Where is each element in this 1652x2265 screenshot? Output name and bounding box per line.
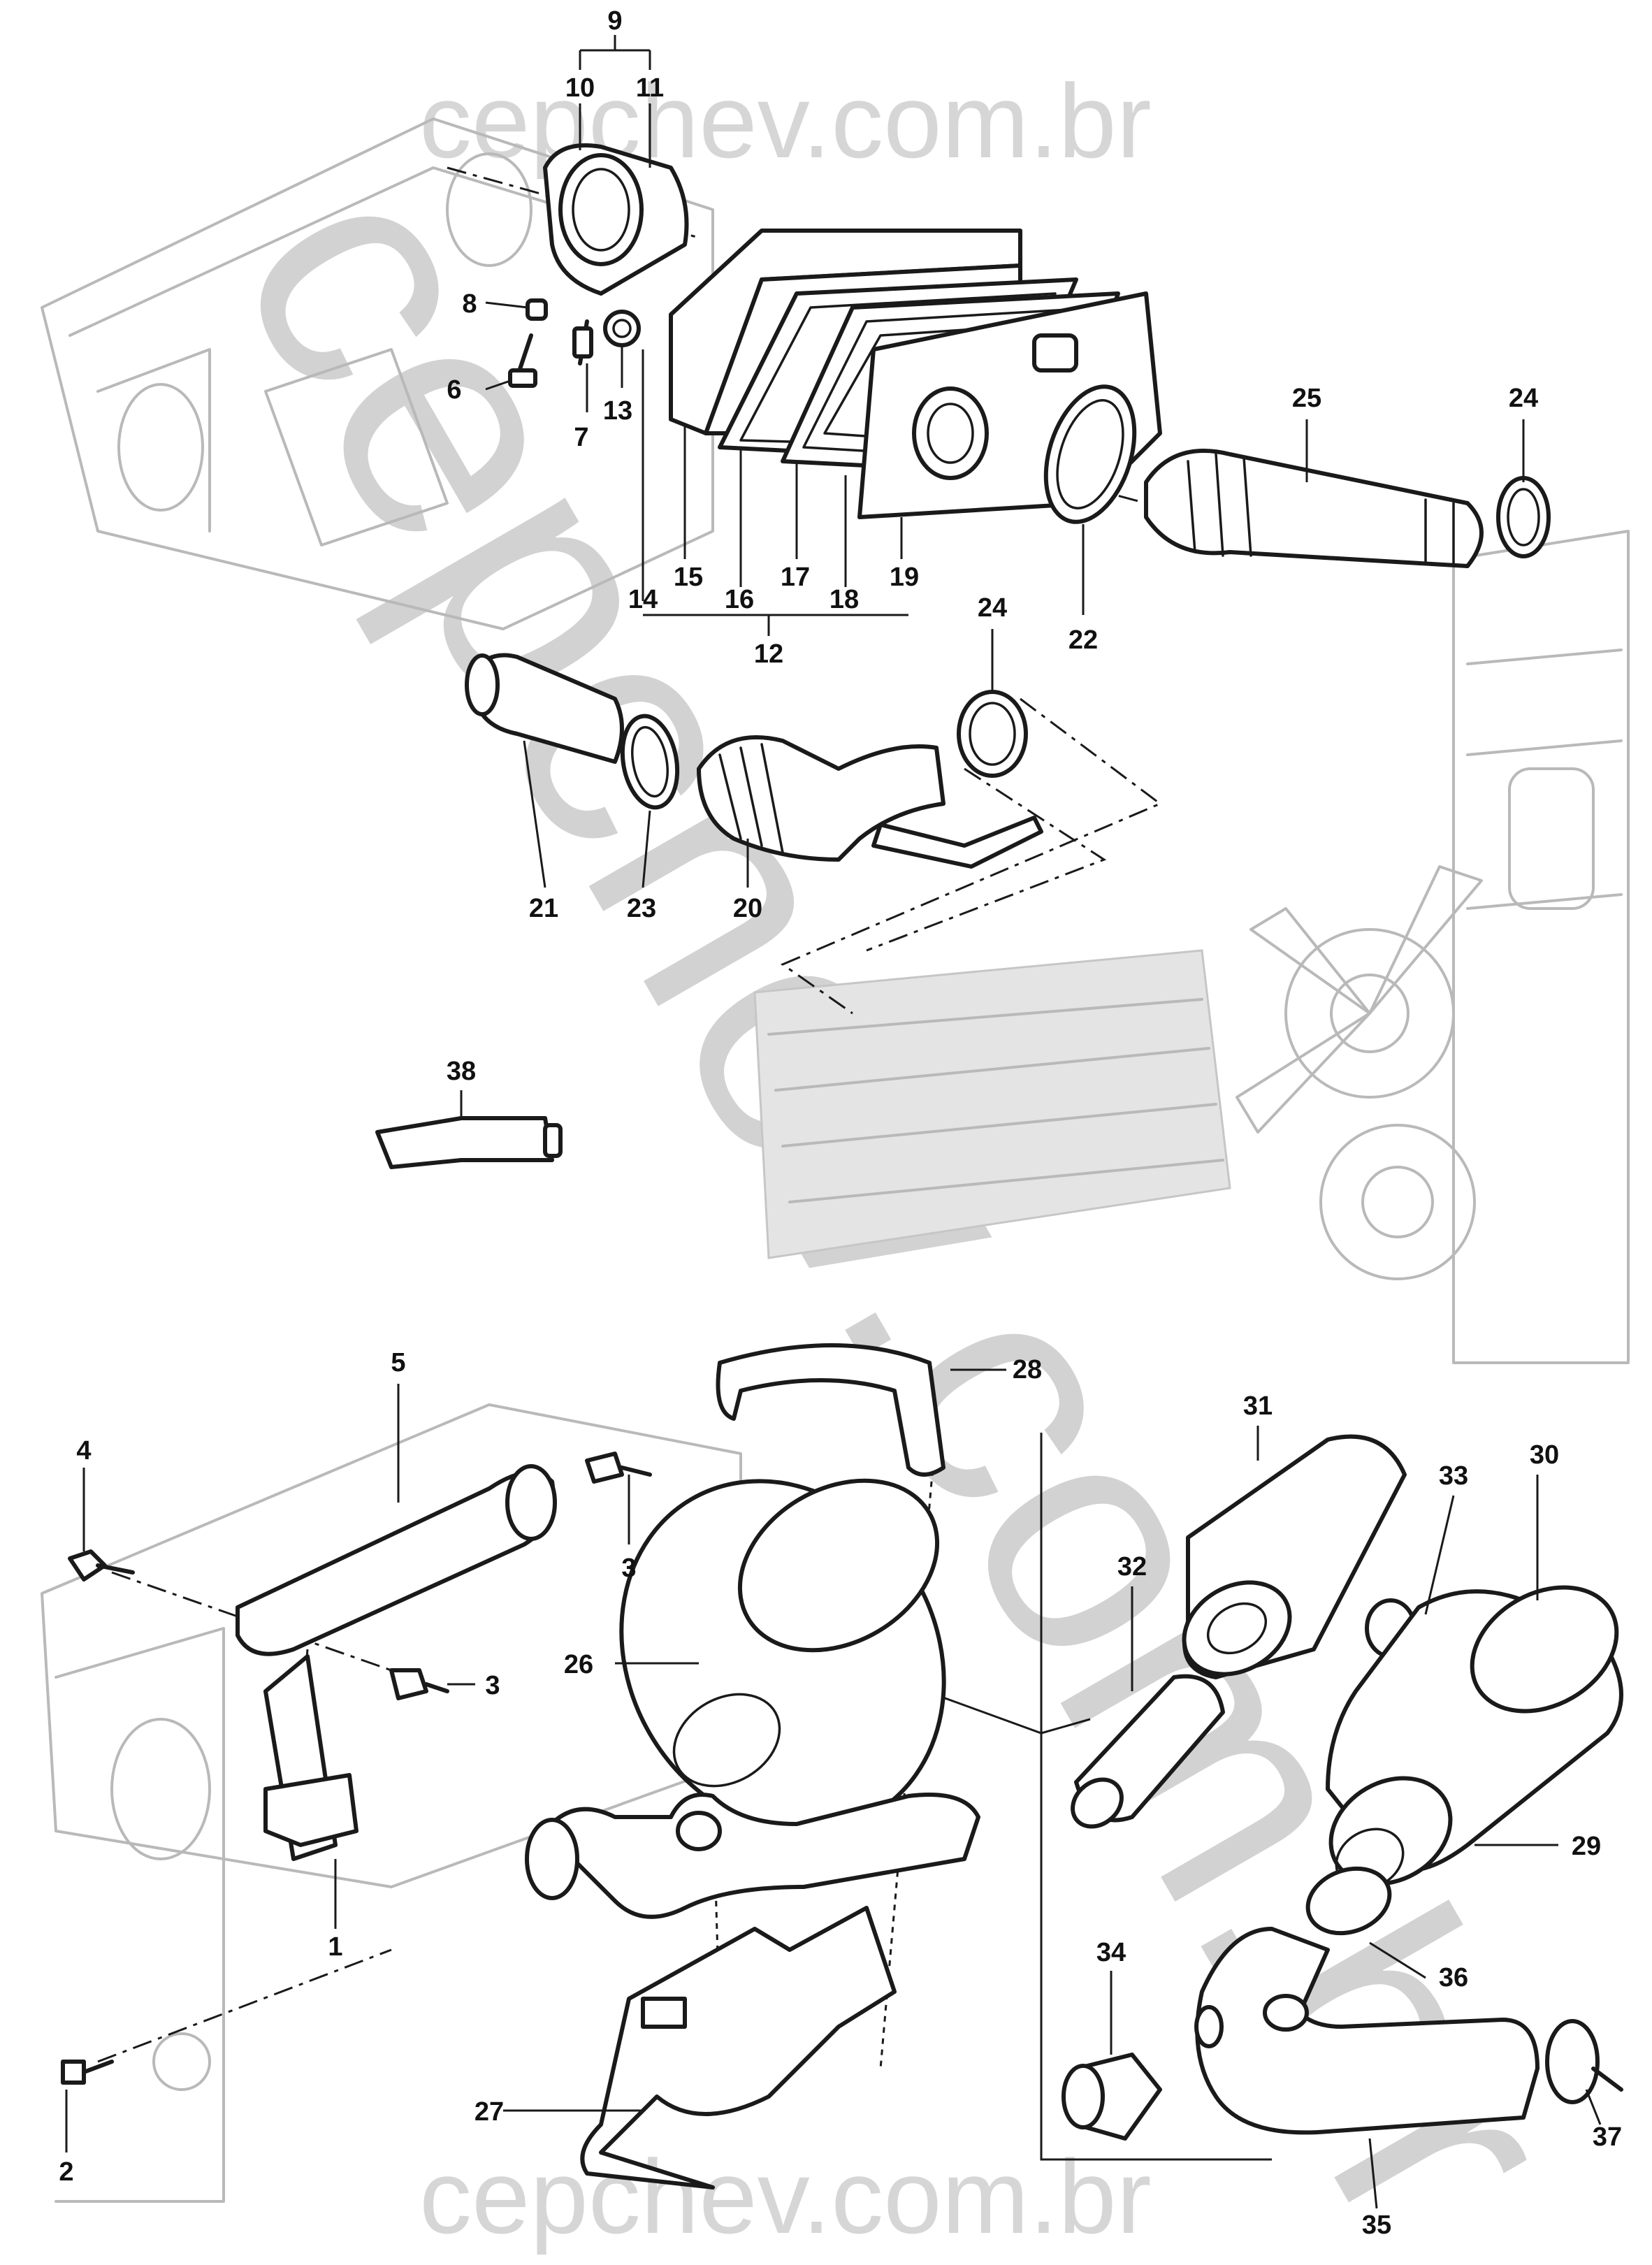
housing-30-29 — [1326, 1585, 1623, 1890]
callout-29: 29 — [1572, 1832, 1601, 1861]
callout-37: 37 — [1593, 2122, 1622, 2152]
callout-13: 13 — [603, 396, 632, 426]
callout-12: 12 — [754, 639, 783, 669]
callout-25: 25 — [1292, 384, 1321, 413]
clamp-36 — [1305, 1866, 1392, 1936]
callout-11: 11 — [636, 73, 664, 103]
callout-27: 27 — [474, 2097, 504, 2127]
callout-14: 14 — [628, 585, 658, 614]
callout-28: 28 — [1013, 1355, 1042, 1384]
callout-1: 1 — [328, 1932, 342, 1962]
callout-7: 7 — [574, 423, 588, 452]
callout-22: 22 — [1068, 625, 1098, 655]
intake-hose-25 — [1144, 449, 1484, 568]
valve-34 — [1062, 2053, 1162, 2141]
callout-labels: 9 10 11 8 6 7 13 14 15 16 17 18 19 12 22… — [59, 6, 1622, 2240]
callout-24-top: 24 — [1509, 384, 1538, 413]
callout-3-top: 3 — [621, 1554, 636, 1583]
engine-outline — [1236, 530, 1630, 1364]
callout-16: 16 — [725, 585, 754, 614]
callout-17: 17 — [781, 563, 810, 592]
callout-9: 9 — [607, 6, 622, 36]
watermark-top: cepchev.com.br — [419, 62, 1152, 180]
hose-clamp-37 — [1545, 2019, 1623, 2104]
callout-31: 31 — [1243, 1391, 1273, 1421]
callout-35: 35 — [1362, 2210, 1391, 2240]
callout-10: 10 — [565, 73, 595, 103]
grease-tube-38 — [375, 1116, 563, 1169]
callout-5: 5 — [391, 1348, 405, 1377]
callout-26: 26 — [564, 1650, 593, 1679]
callout-21: 21 — [529, 894, 558, 923]
air-duct-bracket-5 — [236, 1464, 557, 1861]
callout-20: 20 — [733, 894, 762, 923]
lower-bracket-27 — [580, 1906, 897, 2190]
clamp-ring-22 — [1043, 384, 1137, 524]
callout-24-mid: 24 — [978, 593, 1007, 623]
watermark-bottom: cepchev.com.br — [419, 2138, 1152, 2255]
mounting-strap-28 — [716, 1343, 945, 1477]
small-hardware-6-7-8-13 — [508, 298, 641, 388]
callout-23: 23 — [627, 894, 656, 923]
callout-19: 19 — [890, 563, 919, 592]
callout-32: 32 — [1117, 1552, 1147, 1582]
hose-clamp-24-top — [1496, 476, 1551, 558]
hose-clamp-24-mid — [957, 690, 1028, 778]
callout-38: 38 — [447, 1057, 476, 1086]
callout-4: 4 — [76, 1436, 91, 1466]
leader-lines — [65, 35, 1602, 2209]
safety-element-32 — [1071, 1674, 1225, 1829]
bolts-1-2-3-4 — [61, 1452, 652, 2085]
filter-element-31 — [1182, 1434, 1407, 1679]
callout-30: 30 — [1530, 1440, 1559, 1470]
vehicle-body-outline-top — [41, 117, 714, 630]
intake-elbow-35 — [1194, 1927, 1539, 2135]
callout-6: 6 — [447, 375, 461, 405]
callout-3-side: 3 — [485, 1671, 500, 1700]
callout-33: 33 — [1439, 1461, 1468, 1491]
callout-15: 15 — [674, 563, 703, 592]
intake-tube-21 — [465, 653, 624, 764]
radiator-shroud-hatch — [753, 949, 1231, 1259]
callout-36: 36 — [1439, 1963, 1468, 1992]
hose-clamp-23 — [620, 714, 680, 810]
callout-2: 2 — [59, 2157, 73, 2187]
air-cleaner-26 — [525, 1478, 980, 1919]
elbow-hose-20 — [697, 735, 1043, 869]
callout-8: 8 — [462, 289, 477, 319]
callout-34: 34 — [1096, 1938, 1126, 1967]
snorkel-adapter-9 — [543, 143, 689, 296]
callout-18: 18 — [829, 585, 859, 614]
